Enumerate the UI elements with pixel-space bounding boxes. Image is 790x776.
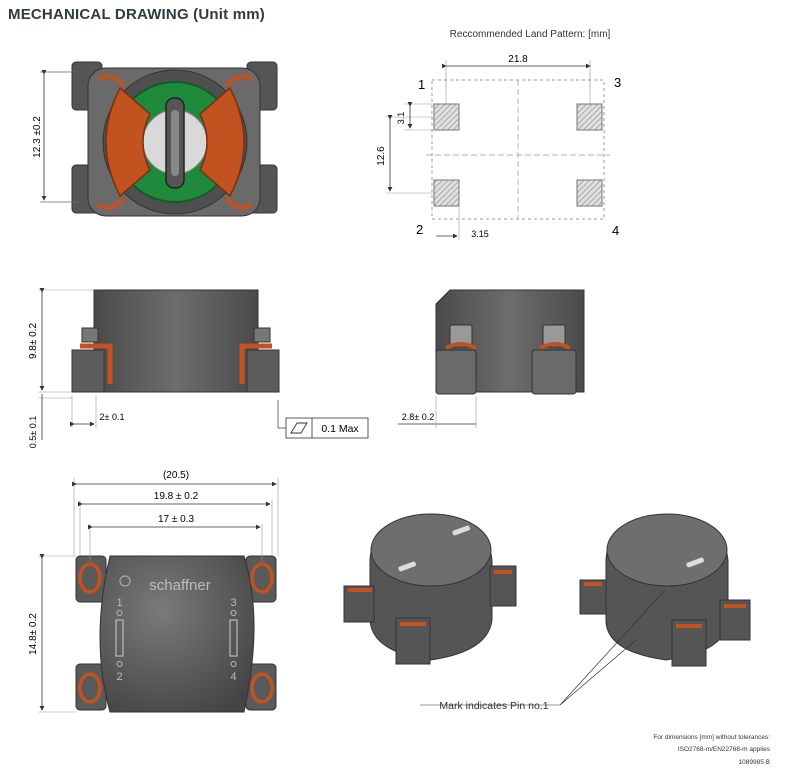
side-height-dim: 9.8± 0.2 [28,323,39,360]
land-width: 21.8 [508,54,528,65]
bottom-height: 14.8± 0.2 [28,613,39,655]
pad-3 [576,103,603,131]
standoff-dim: 0.5± 0.1 [28,416,38,448]
tolerance-note-2: ISO2768-m/EN22768-m applies [677,746,770,753]
side-view: 9.8± 0.2 0.5± 0.1 2± 0.1 0.1 Max [28,288,369,448]
brand-logo: schaffner [149,577,210,594]
iso-view-right [579,513,751,667]
land-pattern: Reccommended Land Pattern: [mm] 21.8 12.… [376,29,621,240]
flatness-icon [290,422,308,434]
pad-1 [433,103,460,131]
bottom-view: schaffner 1 3 2 4 (20.5) 19.8 ± 0.2 17 ±… [28,470,279,713]
drawing-number: 1089985 B [738,759,770,766]
pad-2 [433,179,460,207]
overall-width: (20.5) [163,470,189,481]
pad-height: 3.1 [396,112,406,125]
pin-4-label: 4 [612,223,619,238]
top-height-dim: 12.3 ±0.2 [32,116,43,158]
body-width: 19.8 ± 0.2 [154,491,199,502]
bottom-pin-2: 2 [116,671,122,683]
page-title: MECHANICAL DRAWING (Unit mm) [8,6,265,23]
bottom-pin-1: 1 [116,597,122,609]
land-pattern-caption: Reccommended Land Pattern: [mm] [450,29,611,40]
flatness-label: 0.1 Max [321,423,359,435]
pin-2-label: 2 [416,222,423,237]
end-view: 2.8± 0.2 [398,289,585,428]
pin-3-label: 3 [614,75,621,90]
bottom-pin-3: 3 [230,597,236,609]
tolerance-note-1: For dimensions [mm] without tolerances: [653,734,770,741]
top-view: 12.3 ±0.2 [32,61,278,217]
iso-view-left [343,513,517,665]
end-terminal-dim: 2.8± 0.2 [402,412,434,422]
pin-1-label: 1 [418,77,425,92]
pin-mark-note: Mark indicates Pin no.1 [439,700,548,712]
pad-width: 3.15 [471,229,489,239]
terminal-dim: 2± 0.1 [100,412,125,422]
pad-4 [576,179,603,207]
pin-pitch: 17 ± 0.3 [158,514,195,525]
bottom-pin-4: 4 [230,671,236,683]
land-height: 12.6 [376,146,387,166]
